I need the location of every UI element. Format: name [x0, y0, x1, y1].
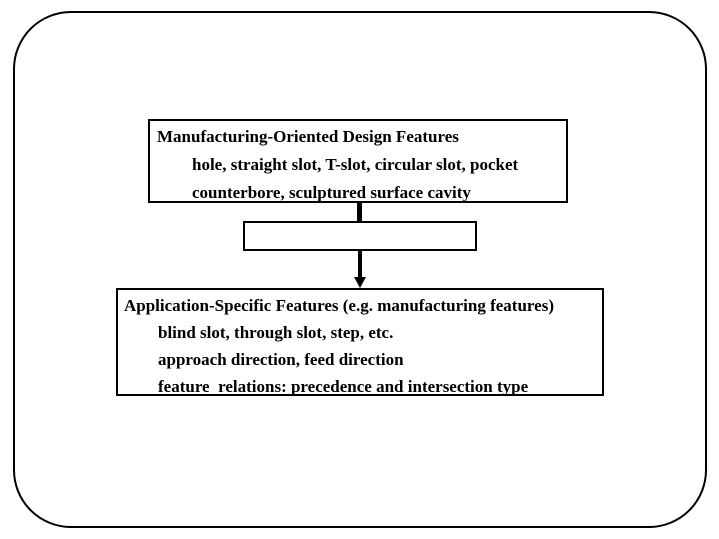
slide-rounded-border [13, 11, 707, 528]
arrowhead-down-icon [354, 277, 366, 288]
application-features-title: Application-Specific Features (e.g. manu… [124, 296, 554, 315]
application-features-line: blind slot, through slot, step, etc. [158, 323, 394, 342]
design-features-line: counterbore, sculptured surface cavity [192, 183, 471, 202]
application-features-box: Application-Specific Features (e.g. manu… [116, 288, 604, 396]
design-features-line: hole, straight slot, T-slot, circular sl… [192, 155, 519, 174]
design-features-title: Manufacturing-Oriented Design Features [157, 127, 459, 146]
connector-line-top [357, 202, 362, 222]
design-features-box: Manufacturing-Oriented Design Features h… [148, 119, 568, 203]
application-features-line: approach direction, feed direction [158, 350, 404, 369]
empty-mapping-box [243, 221, 477, 251]
application-features-line: feature relations: precedence and inters… [158, 377, 529, 396]
connector-line-bottom [358, 250, 362, 279]
